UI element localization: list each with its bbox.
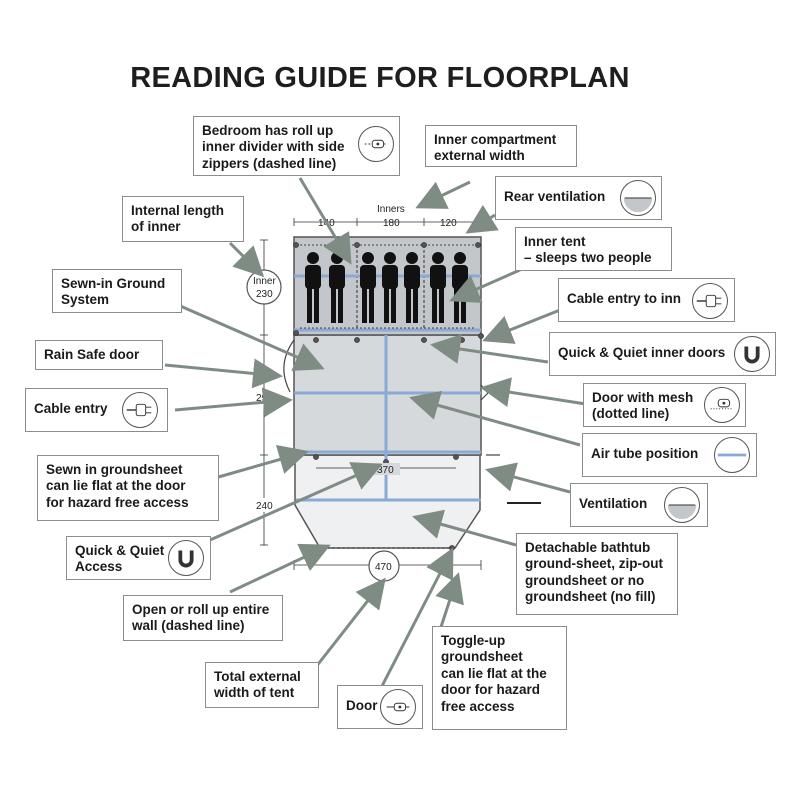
callout-rain-safe-door: Rain Safe door bbox=[35, 340, 163, 370]
dim-total-470: 470 bbox=[375, 562, 392, 573]
callout-total-width: Total external width of tent bbox=[205, 662, 319, 708]
leader-arrows bbox=[164, 177, 593, 691]
air-tube-icon bbox=[714, 437, 750, 473]
callout-sewn-groundsheet: Sewn in groundsheet can lie flat at the … bbox=[37, 455, 219, 521]
page-title: READING GUIDE FOR FLOORPLAN bbox=[130, 62, 630, 94]
ventilation-marker bbox=[507, 502, 541, 504]
vent-icon bbox=[620, 180, 656, 216]
dim-width-370: 370 bbox=[377, 465, 394, 476]
callout-inner-tent: Inner tent – sleeps two people bbox=[515, 227, 672, 271]
dim-inner-label: Inner bbox=[253, 276, 276, 287]
dim-top-180: 180 bbox=[383, 218, 400, 229]
callout-roll-up-wall: Open or roll up entire wall (dashed line… bbox=[123, 595, 283, 641]
door-toggle-icon bbox=[380, 689, 416, 725]
plug-icon bbox=[122, 392, 158, 428]
dim-inners: Inners bbox=[377, 204, 405, 215]
callout-sewn-in-ground: Sewn-in Ground System bbox=[52, 269, 182, 313]
dim-left-240: 240 bbox=[256, 501, 273, 512]
zipper-door-icon bbox=[358, 126, 394, 162]
mesh-door-icon bbox=[704, 387, 740, 423]
callout-detachable-bathtub: Detachable bathtub ground-sheet, zip-out… bbox=[516, 533, 678, 615]
dim-top-120: 120 bbox=[440, 218, 457, 229]
vent-icon bbox=[664, 487, 700, 523]
callout-quick-quiet-inner-doors: Quick & Quiet inner doors bbox=[549, 332, 776, 376]
callout-inner-compartment: Inner compartment external width bbox=[425, 125, 577, 167]
plug-icon bbox=[692, 283, 728, 319]
magnet-icon bbox=[168, 540, 204, 576]
magnet-icon bbox=[734, 336, 770, 372]
callout-internal-length: Internal length of inner bbox=[122, 196, 244, 242]
callout-toggle-up: Toggle-up groundsheet can lie flat at th… bbox=[432, 626, 567, 730]
dim-inner-230: 230 bbox=[256, 289, 273, 300]
sleeping-people bbox=[305, 252, 468, 323]
